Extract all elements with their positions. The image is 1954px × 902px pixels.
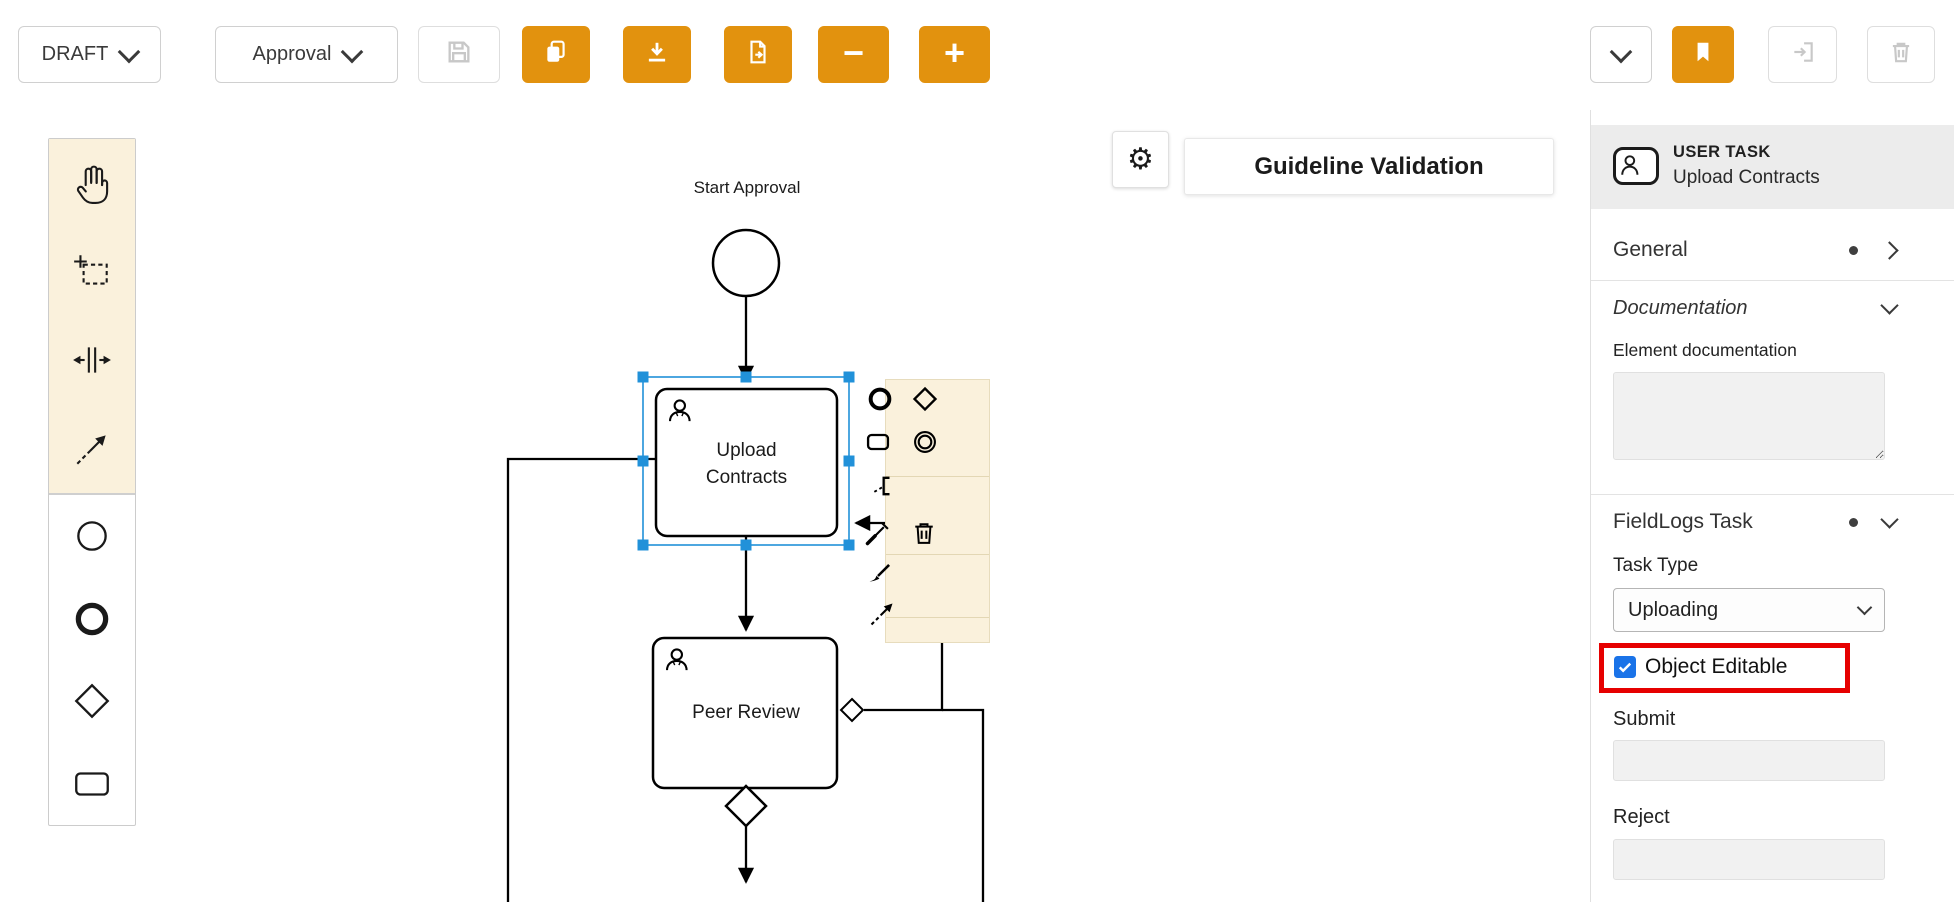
save-icon bbox=[445, 38, 473, 72]
import-button[interactable] bbox=[1768, 26, 1837, 83]
element-name-label: Upload Contracts bbox=[1673, 167, 1820, 188]
peer-task-label: Peer Review bbox=[692, 702, 800, 723]
element-documentation-label: Element documentation bbox=[1613, 340, 1797, 360]
space-tool-icon bbox=[73, 347, 111, 373]
upload-task-label: Upload Contracts bbox=[705, 440, 788, 488]
zoom-out-button[interactable]: − bbox=[818, 26, 889, 83]
contextpad-append-gateway[interactable] bbox=[907, 381, 943, 417]
fieldlogs-status-dot bbox=[1849, 517, 1858, 527]
contextpad-delete-icon[interactable] bbox=[906, 515, 942, 551]
general-status-dot bbox=[1849, 245, 1858, 255]
status-dropdown-label: DRAFT bbox=[41, 43, 109, 65]
submit-label: Submit bbox=[1613, 708, 1676, 730]
flow-loopback-left bbox=[506, 457, 656, 902]
chevron-down-icon bbox=[1880, 510, 1899, 529]
hand-icon bbox=[76, 165, 109, 205]
process-dropdown-label: Approval bbox=[252, 43, 332, 65]
section-documentation[interactable]: Documentation bbox=[1591, 286, 1954, 330]
bookmark-icon bbox=[1690, 39, 1716, 71]
chevron-down-icon bbox=[1609, 40, 1633, 64]
panel-collapse-button[interactable] bbox=[1590, 26, 1652, 83]
status-dropdown[interactable]: DRAFT bbox=[18, 26, 161, 83]
zoom-in-label: + bbox=[943, 31, 966, 73]
bookmark-button[interactable] bbox=[1672, 26, 1734, 83]
task-type-select[interactable]: Uploading bbox=[1613, 588, 1885, 632]
create-gateway[interactable] bbox=[49, 660, 135, 743]
contextpad-append-task[interactable] bbox=[860, 424, 896, 460]
submit-input[interactable] bbox=[1613, 740, 1885, 781]
chevron-down-icon bbox=[1880, 296, 1899, 315]
connect-tool[interactable] bbox=[49, 405, 135, 494]
element-type-label: USER TASK bbox=[1673, 143, 1771, 161]
create-start-event[interactable] bbox=[49, 495, 135, 578]
download-button[interactable] bbox=[623, 26, 691, 83]
zoom-out-label: − bbox=[842, 31, 865, 73]
zoom-in-button[interactable]: + bbox=[919, 26, 990, 83]
create-end-event[interactable] bbox=[49, 578, 135, 661]
properties-panel: USER TASK Upload Contracts General Docum… bbox=[1590, 110, 1954, 902]
space-tool[interactable] bbox=[49, 316, 135, 405]
reject-input[interactable] bbox=[1613, 839, 1885, 880]
element-palette bbox=[48, 138, 136, 826]
gateway-icon bbox=[74, 683, 110, 719]
start-event-label: Start Approval bbox=[693, 178, 801, 197]
section-fieldlogs-task[interactable]: FieldLogs Task bbox=[1591, 500, 1954, 544]
settings-button[interactable]: ⚙ bbox=[1112, 131, 1169, 188]
reject-label: Reject bbox=[1613, 806, 1670, 828]
import-icon bbox=[1790, 39, 1816, 71]
task-type-label: Task Type bbox=[1613, 555, 1699, 576]
documentation-label: Documentation bbox=[1613, 296, 1748, 319]
guideline-validation-label: Guideline Validation bbox=[1254, 152, 1484, 180]
create-task[interactable] bbox=[49, 743, 135, 826]
palette-tools-group bbox=[49, 139, 135, 495]
download-icon bbox=[644, 39, 670, 71]
contextpad-color-brush-icon[interactable] bbox=[862, 553, 898, 589]
object-editable-checkbox[interactable] bbox=[1614, 656, 1636, 678]
element-documentation-textarea[interactable] bbox=[1613, 372, 1885, 460]
export-file-button[interactable] bbox=[724, 26, 792, 83]
flow-peer-right-down bbox=[942, 708, 985, 902]
checkmark-icon bbox=[1618, 662, 1632, 673]
palette-shapes-group bbox=[49, 495, 135, 825]
annotation-highlight-box bbox=[1599, 643, 1850, 693]
object-editable-label: Object Editable bbox=[1645, 655, 1788, 678]
lasso-tool[interactable] bbox=[49, 228, 135, 317]
export-file-icon bbox=[745, 39, 771, 71]
contextpad-change-type-icon[interactable] bbox=[860, 515, 896, 551]
task-type-value: Uploading bbox=[1628, 598, 1719, 621]
general-label: General bbox=[1613, 238, 1688, 261]
copy-button[interactable] bbox=[522, 26, 590, 83]
save-button[interactable] bbox=[418, 26, 500, 83]
start-event-icon bbox=[77, 521, 107, 552]
start-event-shape[interactable] bbox=[711, 228, 781, 298]
copy-icon bbox=[543, 39, 569, 71]
lasso-icon bbox=[74, 254, 108, 285]
process-dropdown[interactable]: Approval bbox=[215, 26, 398, 83]
properties-header: USER TASK Upload Contracts bbox=[1591, 125, 1954, 209]
divider bbox=[1591, 494, 1954, 495]
section-general[interactable]: General bbox=[1591, 228, 1954, 272]
context-pad-background bbox=[885, 379, 990, 643]
fieldlogs-task-label: FieldLogs Task bbox=[1613, 510, 1753, 533]
conditional-flow-marker bbox=[839, 697, 865, 723]
upload-contracts-task[interactable] bbox=[654, 387, 839, 538]
contextpad-append-annotation[interactable] bbox=[868, 468, 904, 504]
chevron-right-icon bbox=[1880, 240, 1899, 260]
selection-frame[interactable] bbox=[637, 371, 855, 551]
contextpad-append-end-event[interactable] bbox=[862, 381, 898, 417]
divider bbox=[1591, 280, 1954, 281]
end-event-icon bbox=[75, 602, 109, 636]
chevron-down-icon bbox=[1856, 599, 1873, 616]
contextpad-append-intermediate-event[interactable] bbox=[907, 424, 943, 460]
trash-icon bbox=[1888, 39, 1914, 71]
user-task-icon bbox=[1613, 147, 1659, 185]
connect-icon bbox=[76, 435, 106, 465]
delete-button[interactable] bbox=[1867, 26, 1935, 83]
task-icon bbox=[75, 772, 109, 796]
contextpad-connect-icon[interactable] bbox=[864, 596, 900, 632]
gateway-shape[interactable] bbox=[724, 784, 768, 828]
hand-tool[interactable] bbox=[49, 139, 135, 228]
guideline-validation-button[interactable]: Guideline Validation bbox=[1184, 138, 1554, 195]
gear-icon: ⚙ bbox=[1127, 143, 1154, 176]
